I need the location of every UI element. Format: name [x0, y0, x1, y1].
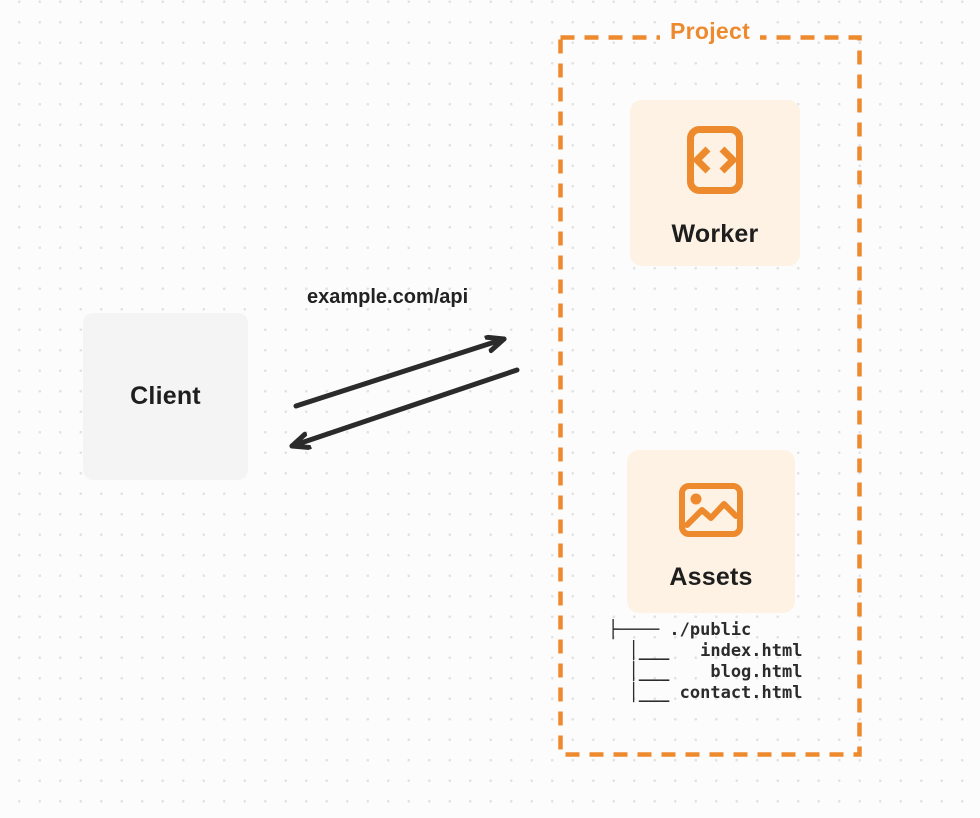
assets-card: Assets [627, 450, 795, 613]
project-label: Project [659, 18, 761, 45]
client-node: Client [83, 313, 248, 480]
request-url-label: example.com/api [307, 286, 469, 308]
client-label: Client [130, 382, 201, 410]
request-arrow [293, 339, 507, 409]
image-icon [679, 483, 743, 537]
worker-card: Worker [630, 100, 800, 266]
file-tree: ├──── ./public │___ index.html │___ blog… [608, 620, 803, 703]
assets-label: Assets [669, 563, 753, 591]
request-response-arrows [289, 318, 520, 466]
project-boundary: Project [558, 18, 862, 757]
code-file-icon [687, 126, 743, 194]
worker-label: Worker [671, 220, 759, 248]
response-arrow [289, 367, 520, 446]
